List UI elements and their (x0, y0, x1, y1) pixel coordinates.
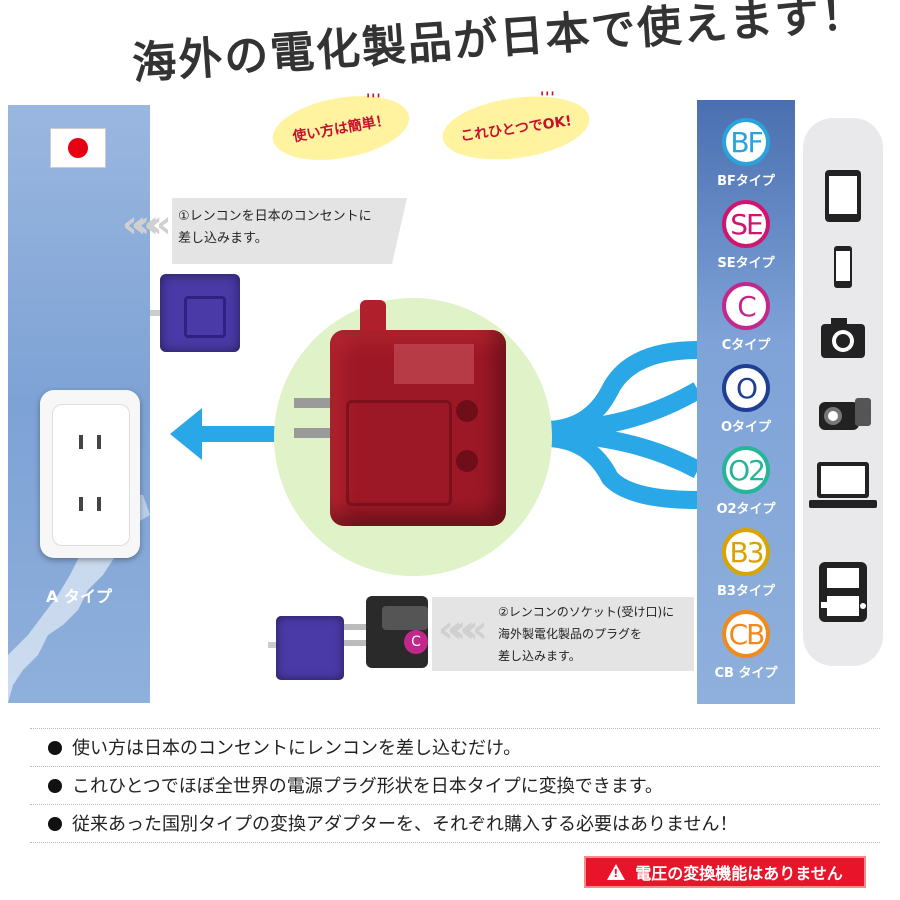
page-title: 海外の電化製品が日本で使えます！ (130, 0, 869, 90)
japan-flag-icon (50, 128, 106, 168)
smartphone-icon (834, 246, 852, 288)
feature-text-2: これひとつでほぼ全世界の電源プラグ形状を日本タイプに変換できます。 (72, 776, 663, 797)
outlet-type-label: A タイプ (46, 587, 112, 606)
feature-bullet-2: これひとつでほぼ全世界の電源プラグ形状を日本タイプに変換できます。 (30, 770, 880, 805)
plug-type-o-label: Oタイプ (720, 420, 772, 435)
camera-icon (821, 318, 865, 358)
game-console-icon (819, 562, 867, 622)
plug-type-code: O2 (728, 453, 766, 487)
bullet-dot (48, 817, 62, 831)
red-adapter-image (286, 300, 516, 536)
plug-type-se-label: SEタイプ (717, 256, 775, 271)
japan-panel: A タイプ (8, 105, 150, 703)
plug-type-o2-label: O2タイプ (716, 502, 776, 517)
step1-bubble-shape (172, 198, 407, 264)
bullet-dot (48, 779, 62, 793)
badge-one-text: これひとつでOK! (459, 113, 573, 145)
plug-type-o-circle: O (722, 364, 770, 412)
japan-wall-outlet (40, 390, 140, 558)
spark-icon: ' ' ' (366, 92, 381, 108)
feature-bullet-3: 従来あった国別タイプの変換アダプターを、それぞれ購入する必要はありません！ (30, 808, 880, 843)
plug-type-cb-circle: CB (722, 610, 770, 658)
plug-type-code: CB (728, 617, 766, 651)
voltage-warning-text: 電圧の変換機能はありません (635, 864, 843, 883)
plug-type-code: C (737, 289, 757, 323)
plug-type-code: O (735, 371, 758, 405)
plug-type-se-circle: SE (722, 200, 770, 248)
outlet-slot (79, 497, 83, 511)
bullet-top-rule (30, 728, 880, 729)
step2-line3: 差し込みます。 (498, 649, 581, 663)
plug-type-cb-label: CB タイプ (714, 666, 778, 681)
flag-sun (68, 138, 88, 158)
step2-bubble-shape (432, 597, 694, 671)
bullet-dot (48, 741, 62, 755)
plug-type-code: B3 (729, 535, 764, 569)
badge-one: これひとつでOK! (438, 87, 594, 169)
plug-c-badge: C (404, 630, 428, 654)
plug-type-bf-label: BFタイプ (717, 174, 775, 189)
outlet-slot (97, 497, 101, 511)
chevrons-left-icon: ««« (122, 202, 172, 246)
feature-text-1: 使い方は日本のコンセントにレンコンを差し込むだけ。 (72, 738, 522, 759)
warning-icon: ! (607, 864, 626, 880)
black-plug-c-image: C (344, 590, 444, 680)
blue-adapter-image (150, 268, 242, 354)
plug-type-code: SE (730, 207, 763, 241)
flow-arrows (170, 341, 703, 509)
step2-line1: ②レンコンのソケット(受け口)に (498, 605, 675, 619)
step1-line2: 差し込みます。 (178, 231, 268, 246)
plug-type-c-circle: C (722, 282, 770, 330)
feature-bullet-1: 使い方は日本のコンセントにレンコンを差し込むだけ。 (30, 732, 880, 767)
video-camera-icon (819, 398, 871, 430)
step1-box: ««« ①レンコンを日本のコンセントに 差し込みます。 (112, 198, 407, 264)
plug-type-o2-circle: O2 (722, 446, 770, 494)
plug-c-letter: C (411, 634, 421, 650)
tablet-icon (825, 170, 861, 222)
step2-box: ««« ②レンコンのソケット(受け口)に 海外製電化製品のプラグを 差し込みます… (432, 597, 694, 671)
device-icons (809, 170, 877, 622)
outlet-face (52, 404, 130, 546)
plug-type-b3-label: B3タイプ (717, 584, 775, 599)
feature-text-3: 従来あった国別タイプの変換アダプターを、それぞれ購入する必要はありません！ (72, 814, 738, 835)
step2-line2: 海外製電化製品のプラグを (498, 627, 643, 641)
plug-type-b3-circle: B3 (722, 528, 770, 576)
spark-icon: ' ' ' (540, 90, 555, 106)
step1-line1: ①レンコンを日本のコンセントに (178, 209, 372, 224)
laptop-icon (809, 462, 877, 508)
plug-type-bf-circle: BF (722, 118, 770, 166)
plug-type-c-label: Cタイプ (721, 338, 771, 353)
outlet-slot (97, 435, 101, 449)
plug-type-code: BF (730, 125, 763, 159)
outlet-slot (79, 435, 83, 449)
device-panel (803, 118, 883, 666)
blue-adapter-small-image (268, 612, 348, 682)
voltage-warning-badge: ! 電圧の変換機能はありません (584, 856, 866, 888)
badge-easy: 使い方は簡単！ (267, 86, 415, 170)
badge-easy-text: 使い方は簡単！ (291, 112, 391, 146)
